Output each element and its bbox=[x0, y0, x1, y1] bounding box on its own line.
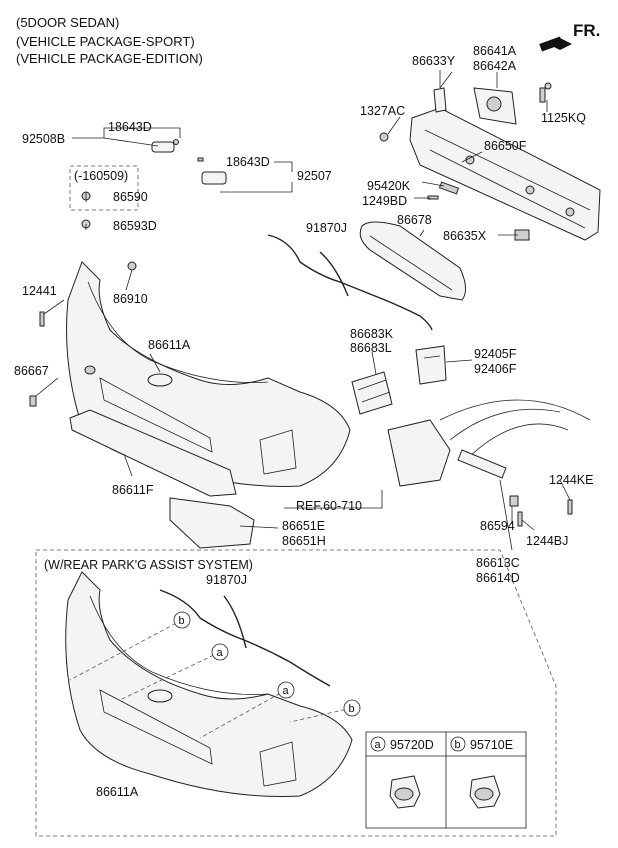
wiring-harness-branch bbox=[319, 251, 349, 297]
parking-sensor-a bbox=[389, 775, 421, 809]
inset-bumper-cover bbox=[65, 571, 353, 798]
label-86642A: 86642A bbox=[473, 59, 517, 73]
label-86611A-inset: 86611A bbox=[96, 785, 139, 799]
label-86593D: 86593D bbox=[113, 219, 157, 233]
license-lamp-right bbox=[197, 157, 227, 185]
inset-callout-line-b2 bbox=[289, 707, 353, 723]
label-86683L: 86683L bbox=[350, 341, 392, 355]
front-arrow-shaft bbox=[539, 36, 563, 52]
lower-lip-86611f bbox=[69, 409, 237, 497]
table-cell-b: b 95710E bbox=[450, 736, 513, 752]
svg-text:b: b bbox=[349, 703, 355, 715]
screw-1244ke bbox=[567, 499, 573, 515]
label-86667: 86667 bbox=[14, 364, 49, 378]
rear-bumper-cover bbox=[66, 261, 351, 487]
label-86678: 86678 bbox=[397, 213, 432, 227]
svg-text:a: a bbox=[283, 685, 290, 697]
label-ref-60-710: REF.60-710 bbox=[296, 499, 362, 513]
inset-title: (W/REAR PARK'G ASSIST SYSTEM) bbox=[44, 558, 253, 572]
label-86611A-upper: 86611A bbox=[148, 338, 191, 352]
label-86683K: 86683K bbox=[350, 327, 394, 341]
bumper-bracket bbox=[473, 87, 517, 125]
label-86651H: 86651H bbox=[282, 534, 326, 548]
reflector-86683k bbox=[351, 371, 393, 415]
header-line-1: (5DOOR SEDAN) bbox=[16, 15, 119, 30]
part-labels: 86633Y 86641A 86642A 1327AC 1125KQ 92508… bbox=[14, 44, 593, 799]
svg-text:b: b bbox=[179, 615, 185, 627]
label-12441: 12441 bbox=[22, 284, 57, 298]
label-18643D-right: 18643D bbox=[226, 155, 270, 169]
label-92405F: 92405F bbox=[474, 347, 517, 361]
label-86910: 86910 bbox=[113, 292, 148, 306]
bolt-1125kq bbox=[539, 82, 552, 103]
label-92507: 92507 bbox=[297, 169, 332, 183]
label-86594: 86594 bbox=[480, 519, 515, 533]
callout-b-1: b bbox=[173, 611, 191, 629]
wiring-harness-inset bbox=[159, 589, 331, 687]
label-92406F: 92406F bbox=[474, 362, 517, 376]
label-86633Y: 86633Y bbox=[412, 54, 456, 68]
sensor-table: a 95720D b 95710E bbox=[365, 731, 527, 829]
parking-sensor-b bbox=[469, 775, 501, 809]
header-line-3: (VEHICLE PACKAGE-EDITION) bbox=[16, 51, 203, 66]
leader-lines bbox=[35, 71, 571, 551]
callout-b-2: b bbox=[343, 699, 361, 717]
label-1125KQ: 1125KQ bbox=[541, 111, 586, 125]
svg-text:a: a bbox=[375, 739, 382, 751]
callout-a-2: a bbox=[277, 681, 295, 699]
table-cell-a: a 95720D bbox=[370, 736, 434, 752]
label-1244BJ: 1244BJ bbox=[526, 534, 568, 548]
inset-callout-line-a1 bbox=[119, 651, 221, 701]
inset-callout-line-b1 bbox=[69, 619, 183, 681]
sensor-a-part-number: 95720D bbox=[390, 738, 434, 752]
garnish-86678 bbox=[359, 221, 466, 301]
license-lamp-left bbox=[151, 139, 179, 153]
clip-86594 bbox=[509, 495, 519, 507]
callout-a-1: a bbox=[211, 643, 229, 661]
label-86650F: 86650F bbox=[484, 139, 527, 153]
wiring-harness-inset-branch bbox=[223, 595, 247, 649]
label-91870J-upper: 91870J bbox=[306, 221, 347, 235]
bracket-86651e bbox=[169, 497, 255, 549]
sensor-b-part-number: 95710E bbox=[470, 738, 513, 752]
nut-1327ac bbox=[379, 132, 389, 142]
label-160509: (-160509) bbox=[74, 169, 128, 183]
clip-86910 bbox=[127, 261, 137, 271]
svg-text:a: a bbox=[217, 647, 224, 659]
label-86651E: 86651E bbox=[282, 519, 325, 533]
screw-12441 bbox=[39, 311, 45, 327]
label-86590: 86590 bbox=[113, 190, 148, 204]
label-86613C: 86613C bbox=[476, 556, 520, 570]
inset-callout-line-a2 bbox=[199, 689, 287, 739]
label-95420K: 95420K bbox=[367, 179, 411, 193]
label-91870J-inset: 91870J bbox=[206, 573, 247, 587]
header-line-2: (VEHICLE PACKAGE-SPORT) bbox=[16, 34, 195, 49]
label-92508B: 92508B bbox=[22, 132, 65, 146]
wiring-harness-upper bbox=[267, 234, 433, 331]
rear-bumper-beam bbox=[409, 107, 601, 241]
label-1249BD: 1249BD bbox=[362, 194, 407, 208]
front-label: FR. bbox=[573, 21, 600, 40]
label-86641A: 86641A bbox=[473, 44, 517, 58]
svg-text:b: b bbox=[455, 739, 461, 751]
side-bracket-86613c bbox=[457, 449, 507, 479]
front-direction-indicator: FR. bbox=[539, 21, 600, 52]
screw-1249bd bbox=[427, 195, 439, 200]
screw-1244bj bbox=[517, 511, 523, 527]
lamp-92405f bbox=[415, 345, 447, 385]
body-panel-ref bbox=[387, 399, 591, 487]
label-18643D-left: 18643D bbox=[108, 120, 152, 134]
label-1327AC: 1327AC bbox=[360, 104, 405, 118]
label-86635X: 86635X bbox=[443, 229, 487, 243]
bracket-86633y bbox=[433, 70, 447, 113]
label-86611F: 86611F bbox=[112, 483, 154, 497]
inset-border bbox=[35, 549, 557, 837]
label-1244KE: 1244KE bbox=[549, 473, 593, 487]
label-86614D: 86614D bbox=[476, 571, 520, 585]
part-86667 bbox=[29, 395, 37, 407]
part-95420k bbox=[438, 181, 460, 195]
